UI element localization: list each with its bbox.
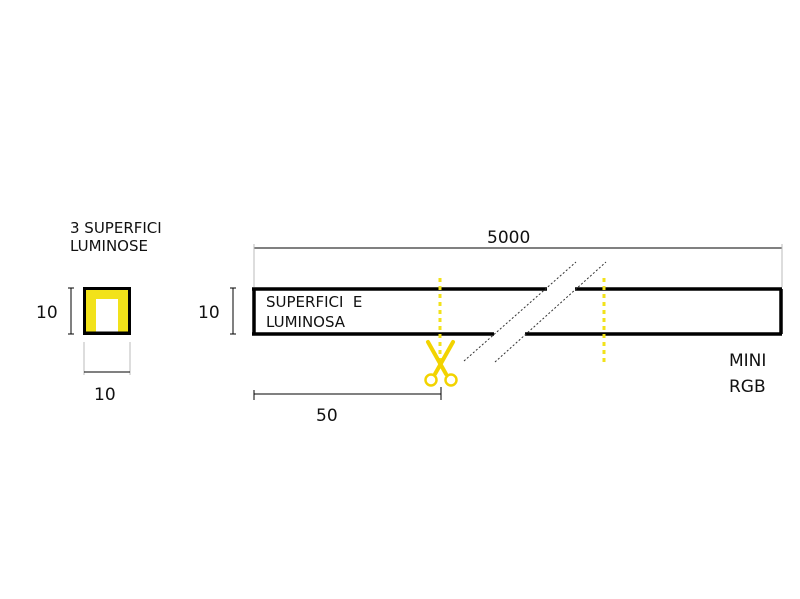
product-label-line1: MINI	[729, 351, 766, 371]
profile-label-line2: LUMINOSA	[266, 313, 346, 331]
scissors-icon	[424, 340, 458, 387]
cut-lines	[438, 278, 606, 362]
profile-label-line1: SUPERFICI E	[266, 293, 362, 311]
section-height-dimension	[68, 287, 74, 335]
section-profile	[83, 287, 131, 335]
profile-outline	[252, 287, 783, 336]
length-label: 5000	[487, 228, 530, 248]
profile-height-dimension	[230, 287, 236, 335]
product-label-line2: RGB	[729, 377, 766, 397]
section-label-line1: 3 SUPERFICI	[70, 219, 162, 237]
cut-interval-label: 50	[316, 406, 338, 426]
section-width-label: 10	[94, 385, 116, 405]
section-width-dimension	[83, 342, 131, 375]
profile-height-label: 10	[198, 303, 220, 323]
length-dimension	[253, 244, 783, 287]
section-height-label: 10	[36, 303, 58, 323]
break-lines	[463, 261, 607, 363]
cut-interval-dimension	[253, 387, 442, 400]
section-label-line2: LUMINOSE	[70, 237, 148, 255]
